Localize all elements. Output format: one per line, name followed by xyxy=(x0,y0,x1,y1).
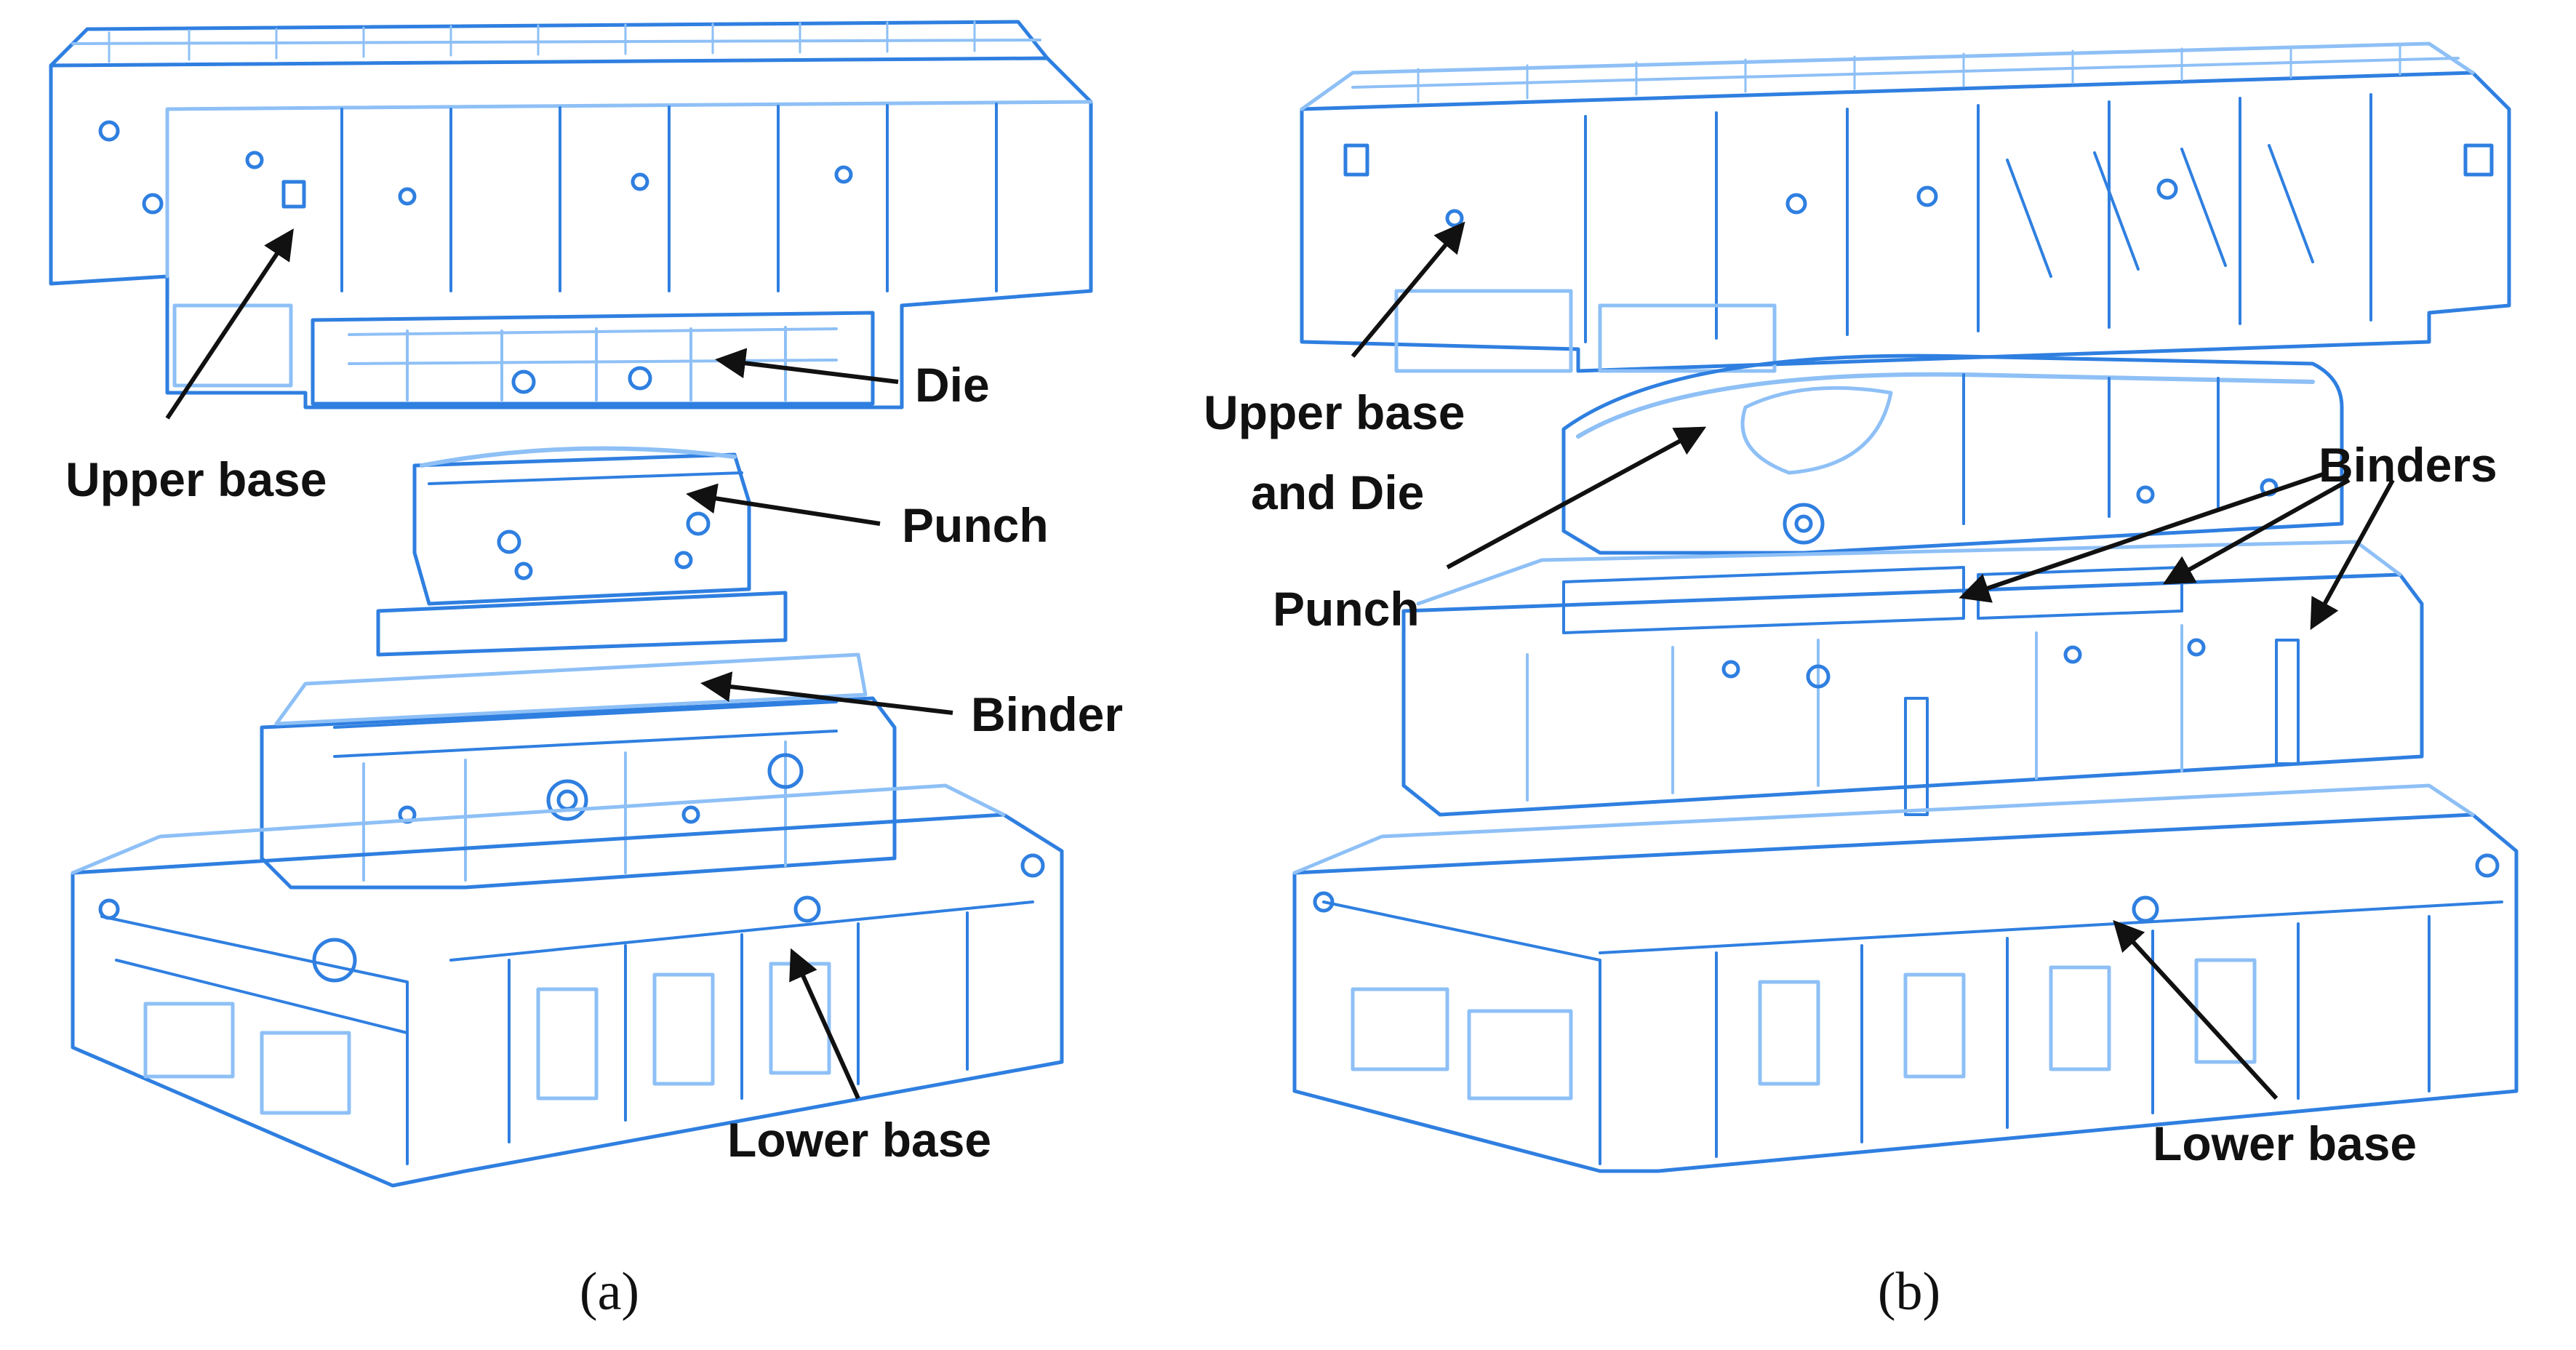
upper-base-die-drawing xyxy=(1300,41,2511,373)
arrow-die xyxy=(715,348,899,384)
punch-drawing-b xyxy=(1561,354,2344,555)
arrow-upper-base-a xyxy=(165,228,294,420)
label-punch-b: Punch xyxy=(1273,582,1420,636)
label-lower-base-a: Lower base xyxy=(727,1113,991,1167)
label-punch-a: Punch xyxy=(902,498,1049,552)
arrow-binders-left xyxy=(1959,471,2328,603)
label-upper-base-die-line2: and Die xyxy=(1251,466,1424,519)
label-lower-base-b: Lower base xyxy=(2153,1117,2417,1170)
caption-b: (b) xyxy=(1878,1262,1940,1322)
arrow-upper-base-die xyxy=(1351,221,1465,358)
arrow-binders-right xyxy=(2310,479,2395,631)
upper-base-drawing-a xyxy=(49,20,1093,410)
label-upper-base-a: Upper base xyxy=(65,452,327,506)
arrow-binders-middle xyxy=(2162,478,2351,585)
binders-drawing xyxy=(1401,540,2424,817)
lower-base-drawing-b xyxy=(1292,783,2519,1173)
arrow-binder xyxy=(700,671,953,715)
punch-drawing-a xyxy=(376,446,788,657)
arrow-punch-b xyxy=(1446,426,1707,570)
caption-a: (a) xyxy=(580,1262,639,1322)
label-die: Die xyxy=(915,358,990,412)
label-binder: Binder xyxy=(971,687,1123,741)
panel-b: Upper base and Die Punch Binders Lower b… xyxy=(1204,41,2519,1322)
die-drawing xyxy=(311,311,875,406)
binder-drawing-a xyxy=(260,652,897,890)
label-binders: Binders xyxy=(2319,438,2497,492)
panel-a: Upper base Die Punch Binder Lower base (… xyxy=(49,20,1123,1322)
arrow-punch-a xyxy=(686,483,881,526)
arrow-lower-base-a xyxy=(789,948,860,1100)
label-upper-base-die-line1: Upper base xyxy=(1204,386,1465,439)
arrow-lower-base-b xyxy=(2113,919,2279,1101)
lower-base-drawing-a xyxy=(71,783,1064,1188)
